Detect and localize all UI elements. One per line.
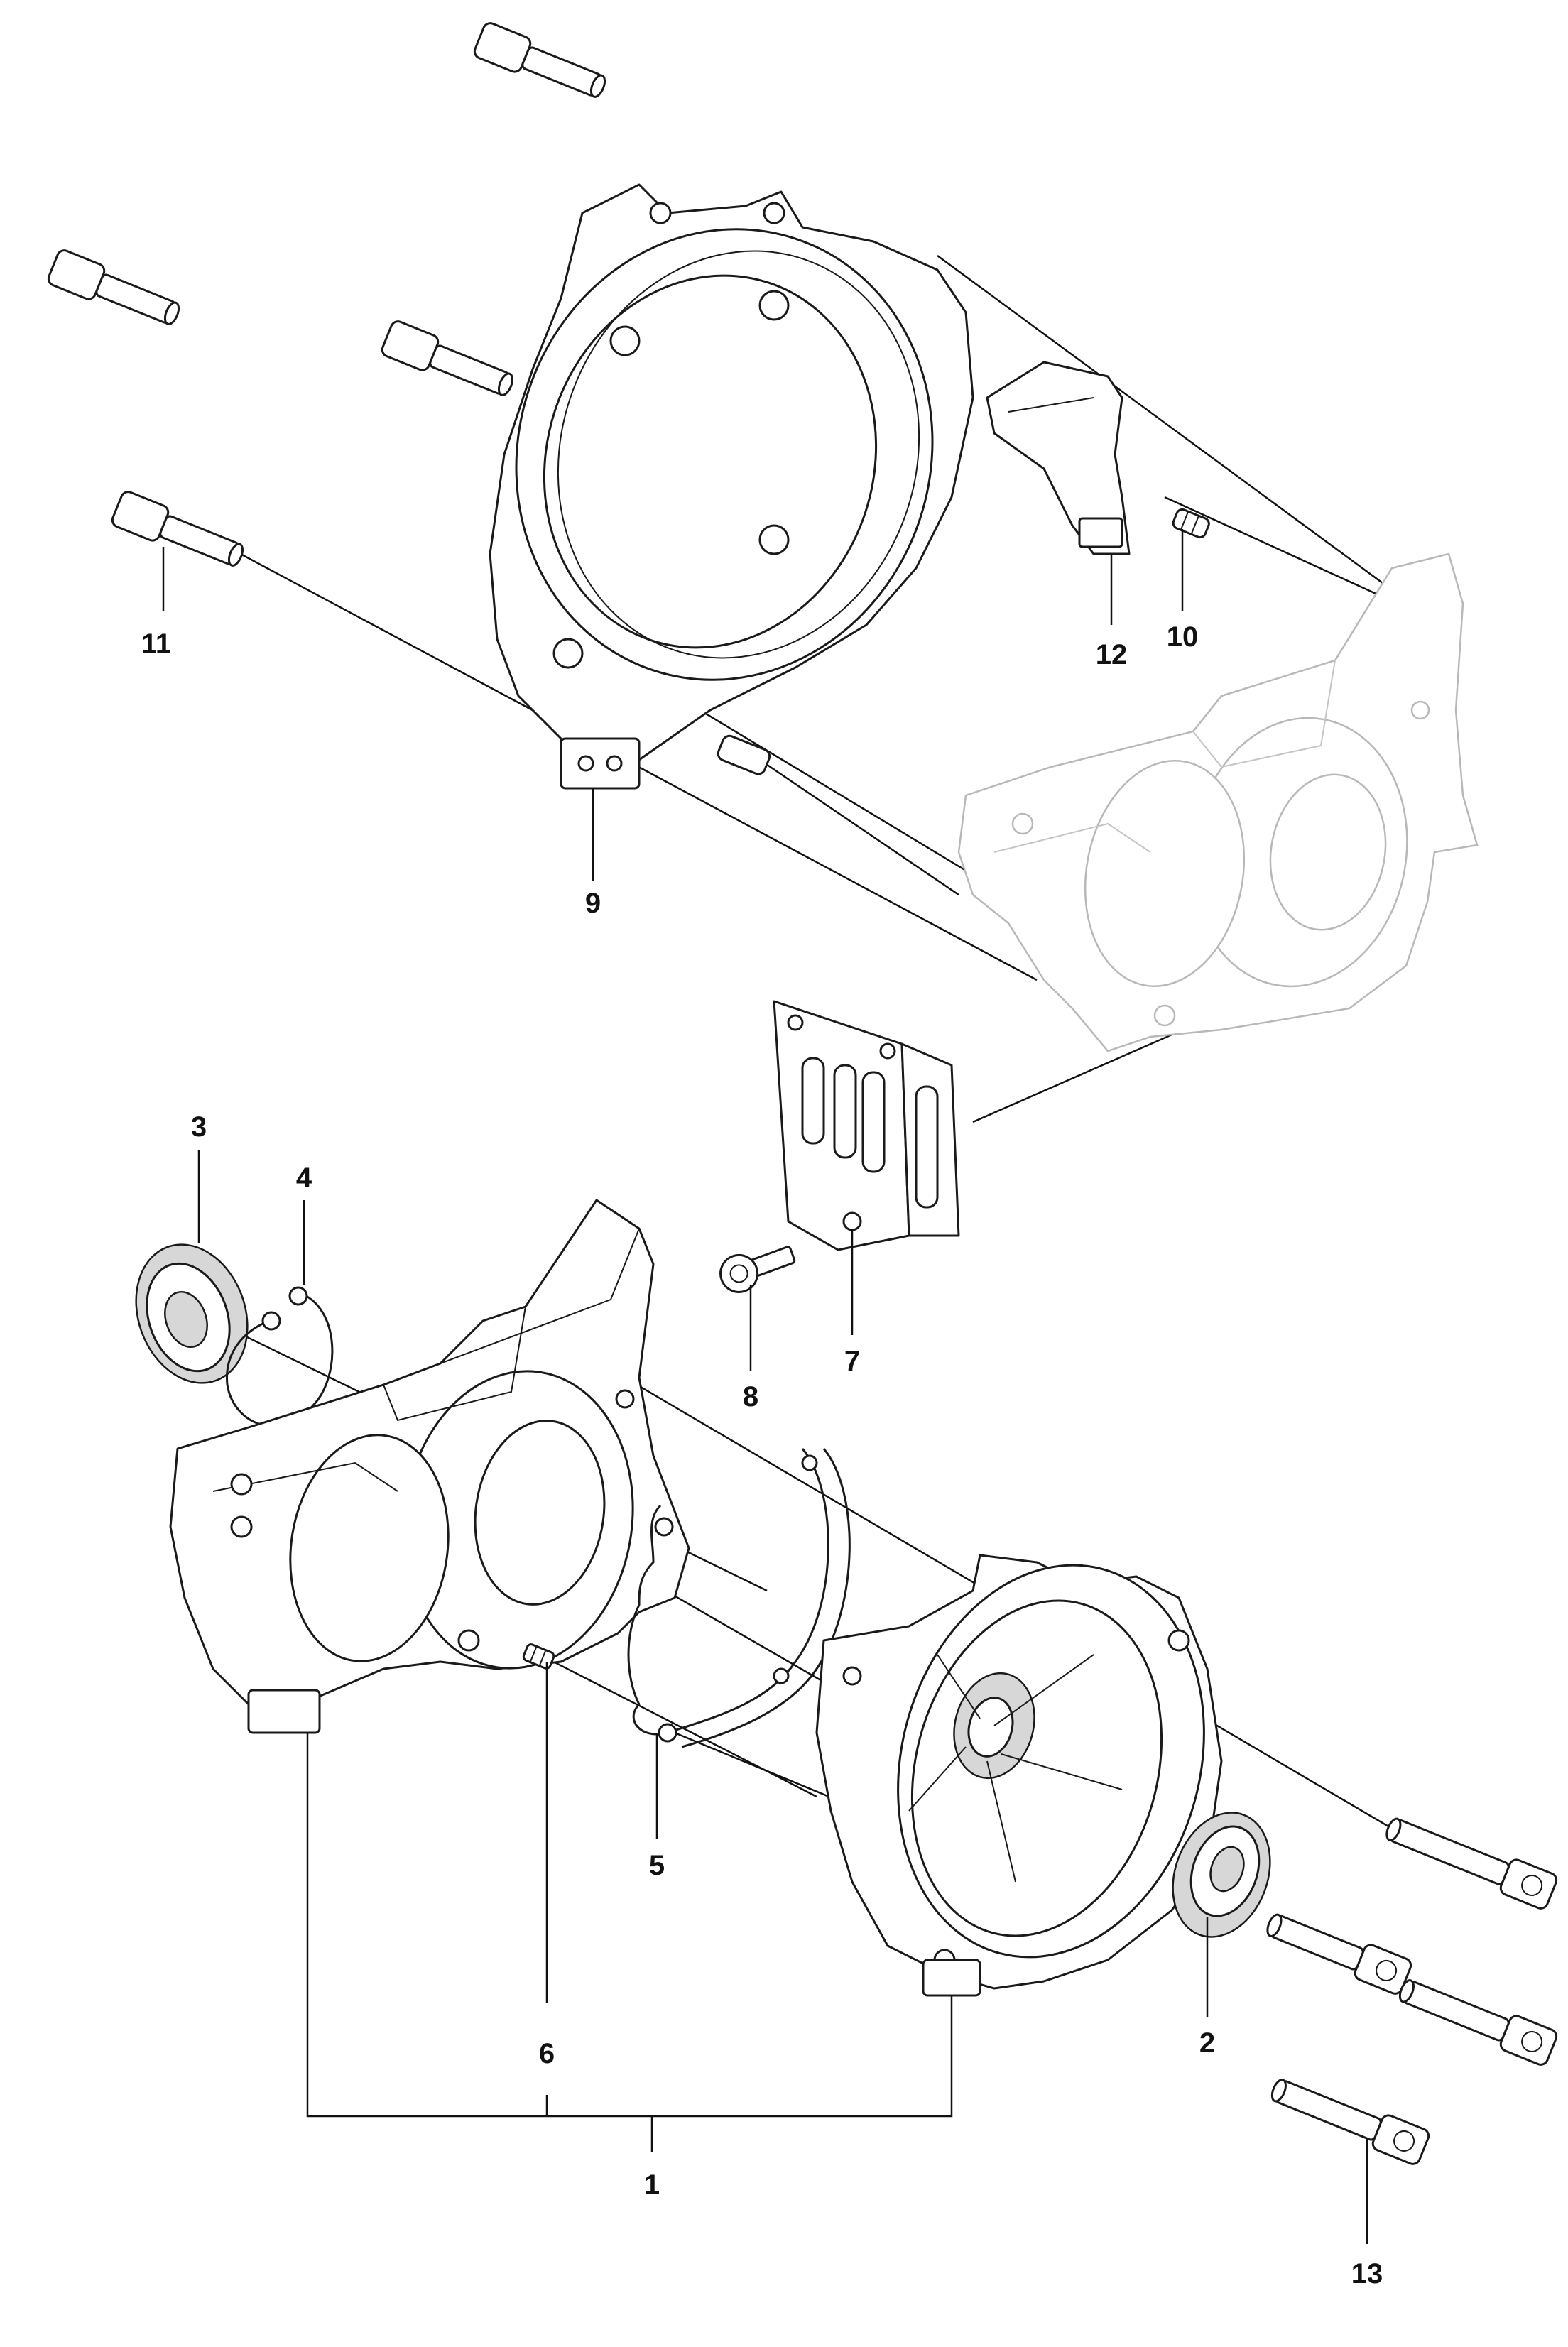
callout-2: 2: [1199, 2027, 1215, 2059]
callout-leaders: [162, 529, 1368, 2244]
bolt-top-2: [47, 249, 180, 325]
callout-10: 10: [1167, 621, 1199, 653]
callout-9: 9: [585, 888, 601, 919]
callout-1: 1: [644, 2169, 660, 2201]
pin-10: [1172, 508, 1210, 539]
bolt-bottom-3: [1398, 1979, 1558, 2066]
callout-5: 5: [649, 1850, 665, 1881]
seal-2: [1172, 1812, 1271, 1938]
callout-12: 12: [1096, 639, 1128, 670]
callout-11: 11: [141, 628, 171, 660]
bolt-bottom-2: [1266, 1913, 1412, 1995]
crankcase-right-half: [815, 1554, 1223, 1997]
callout-4: 4: [296, 1162, 312, 1194]
flywheel-housing: [489, 183, 974, 790]
callout-7: 7: [844, 1346, 860, 1377]
crankcase-left-half: [169, 1199, 690, 1734]
bolt-top-1: [473, 22, 606, 98]
bolt-11: [111, 491, 244, 567]
screw-8: [719, 1246, 796, 1293]
seal-3: [135, 1243, 249, 1384]
callout-13: 13: [1351, 2258, 1383, 2289]
bolt-top-3: [381, 320, 514, 396]
dowel-pin: [717, 734, 771, 775]
bracket-12: [986, 361, 1131, 555]
callout-numbers: 1 2 3 4 5 6 7 8 9 10 11 12 13: [141, 621, 1383, 2289]
reference-crankcase: [957, 552, 1479, 1052]
gasket-5: [627, 1448, 851, 1748]
callout-3: 3: [191, 1111, 207, 1143]
plate-7: [773, 1000, 960, 1251]
bolt-13: [1270, 2079, 1430, 2165]
bolt-bottom-1: [1385, 1817, 1558, 1910]
callout-6: 6: [539, 2038, 555, 2069]
callout-8: 8: [743, 1381, 758, 1412]
